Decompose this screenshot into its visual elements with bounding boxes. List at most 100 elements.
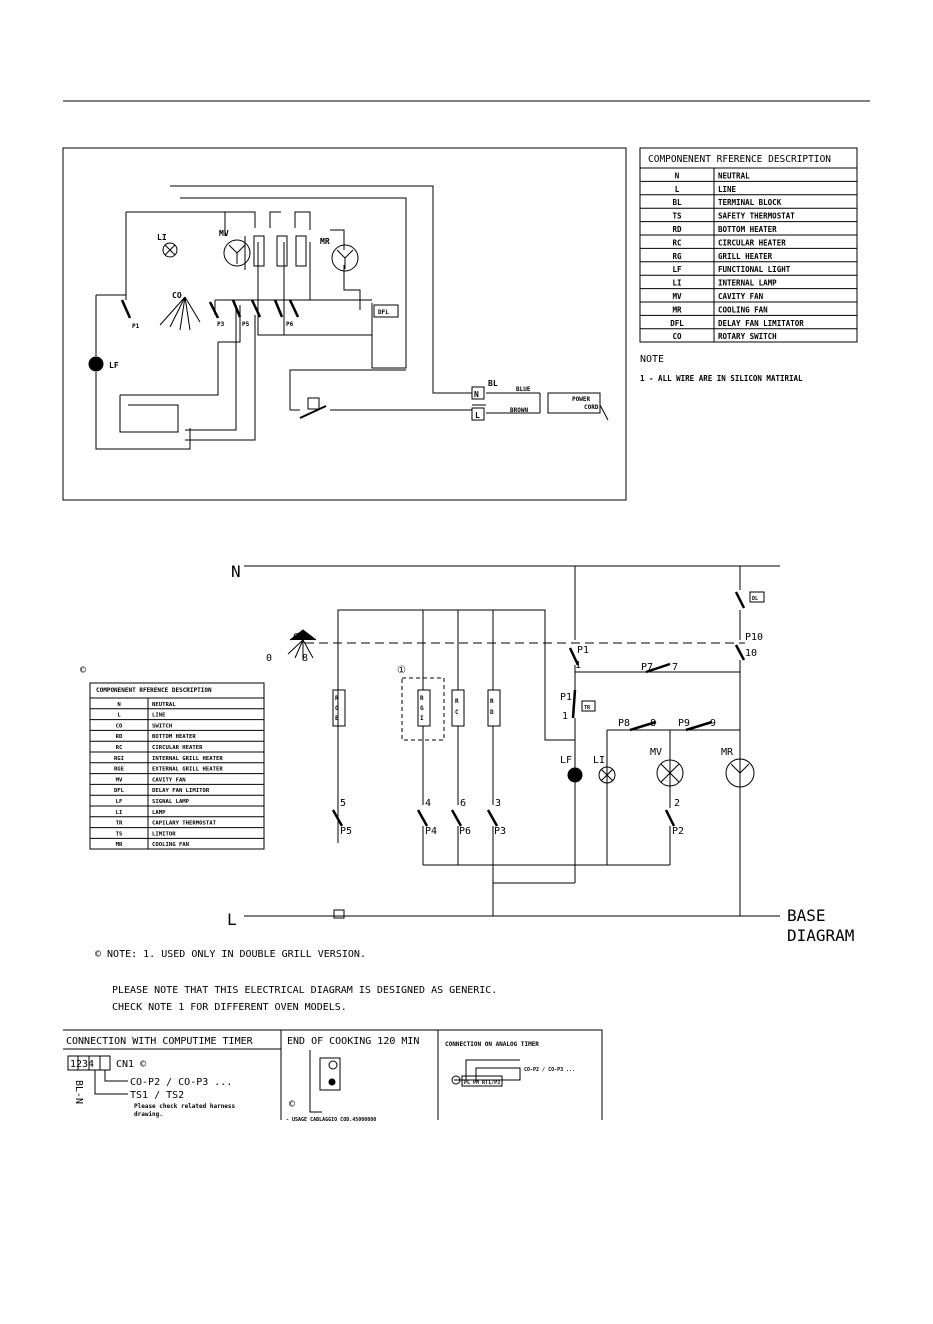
note-double-grill: © NOTE: 1. USED ONLY IN DOUBLE GRILL VER… [95, 949, 366, 960]
base-p1a: P1 [577, 645, 589, 656]
base-p8: P8 [618, 718, 630, 729]
legend-description: SWITCH [152, 723, 172, 729]
base-title-2: DIAGRAM [787, 926, 854, 945]
wiring-label-mr: MR [320, 237, 330, 246]
base-p7: P7 [641, 662, 653, 673]
base-n3: 3 [495, 798, 501, 809]
legend-description: COOLING FAN [152, 842, 190, 848]
base-co0: 0 [266, 653, 272, 664]
legend-description: EXTERNAL GRILL HEATER [152, 767, 223, 773]
base-n10: 10 [745, 648, 757, 659]
base-n: N [231, 562, 241, 581]
base-p3: P3 [494, 826, 506, 837]
legend-description: NEUTRAL [152, 702, 176, 708]
base-rd-2: D [490, 709, 494, 716]
bottom-analog-co: CO-P2 / CO-P3 ... [524, 1067, 575, 1073]
legend-code: TS [116, 831, 123, 837]
legend-code: TS [672, 212, 682, 221]
base-tr: TR [584, 705, 591, 711]
bottom-labels: CONNECTION WITH COMPUTIME TIMER END OF C… [66, 1036, 575, 1123]
base-n2: 2 [674, 798, 680, 809]
base-dl: DL [752, 596, 758, 602]
legend-code: DFL [670, 319, 684, 328]
base-rge-3: E [335, 715, 339, 722]
base-p1b: P1 [560, 692, 572, 703]
legend-description: LINE [718, 185, 737, 194]
legend-code: L [117, 713, 121, 719]
bottom-usage: - USAGE CABLAGGIO COD.45000000 [286, 1117, 376, 1123]
legend-code: RC [116, 745, 123, 751]
base-p10: P10 [745, 632, 763, 643]
wiring-frame [62, 147, 627, 501]
legend-code: TR [116, 821, 123, 827]
legend-code: RC [672, 238, 681, 247]
legend-description: CIRCULAR HEATER [152, 745, 203, 751]
wiring-label-l: L [475, 411, 480, 420]
base-co8: 8 [302, 653, 308, 664]
bottom-check-1: Please check related harness [134, 1103, 236, 1110]
bottom-bln: BL-N [73, 1080, 84, 1104]
wiring-label-blue: BLUE [516, 386, 531, 393]
legend-code: N [117, 702, 121, 708]
legend-description: ROTARY SWITCH [718, 332, 777, 341]
legend-description: LINE [152, 713, 165, 719]
legend-description: NEUTRAL [718, 171, 750, 180]
bottom-ts: TS1 / TS2 [130, 1090, 184, 1101]
base-rc-2: C [455, 709, 459, 716]
bottom-co: CO-P2 / CO-P3 ... [130, 1077, 232, 1088]
note1-title: NOTE [640, 354, 664, 365]
base-rge-1: R [335, 695, 339, 702]
base-title-1: BASE [787, 906, 826, 925]
base-n1: 1 [575, 660, 581, 671]
legend-description: LAMP [152, 810, 166, 816]
legend-description: DELAY FAN LIMITOR [152, 788, 210, 794]
legend-code: MV [116, 777, 123, 783]
wiring-labels: LI MV MR CO LF DFL BL BLUE BROWN POWER C… [109, 229, 599, 420]
legend-description: SAFETY THERMOSTAT [718, 212, 795, 221]
bottom-check-2: drawing. [134, 1111, 163, 1118]
note-generic: PLEASE NOTE THAT THIS ELECTRICAL DIAGRAM… [112, 985, 497, 996]
wiring-label-p5: P5 [242, 321, 250, 328]
base-n4: 4 [425, 798, 431, 809]
legend-code: CO [116, 723, 123, 729]
base-lf: LF [560, 755, 572, 766]
wiring-label-p6: P6 [286, 321, 294, 328]
legend-description: LIMITOR [152, 831, 176, 837]
base-rgi-2: G [420, 705, 424, 712]
wiring-label-lf: LF [109, 361, 119, 370]
base-co: CO [293, 632, 305, 643]
legend-code: RD [672, 225, 682, 234]
base-rgi-1: R [420, 695, 424, 702]
wiring-label-bl: BL [488, 379, 498, 388]
base-n9: 9 [710, 718, 716, 729]
legend-code: L [675, 185, 680, 194]
legend-code: MV [672, 292, 682, 301]
wiring-label-mv: MV [219, 229, 229, 238]
wiring-label-cord: CORD [584, 404, 599, 411]
legend-description: GRILL HEATER [718, 252, 773, 261]
legend-code: BL [672, 198, 682, 207]
wiring-label-p3: P3 [217, 321, 225, 328]
base-p4: P4 [425, 826, 437, 837]
base-rgi-3: I [420, 715, 424, 722]
base-li: LI [593, 755, 605, 766]
bottom-title-computime: CONNECTION WITH COMPUTIME TIMER [66, 1036, 254, 1047]
bottom-copy-mark: © [289, 1099, 296, 1110]
legend-description: BOTTOM HEATER [152, 734, 196, 740]
bottom-pins: 1234 [70, 1059, 94, 1070]
legend-code: DFL [114, 788, 125, 794]
base-n8: 8 [650, 718, 656, 729]
legend-description: SIGNAL LAMP [152, 799, 190, 805]
base-l: L [227, 910, 237, 929]
wiring-label-n: N [474, 390, 479, 399]
legend-description: COOLING FAN [718, 305, 768, 314]
base-n7: 7 [672, 662, 678, 673]
base-rge-2: G [335, 705, 339, 712]
legend-description: DELAY FAN LIMITATOR [718, 319, 804, 328]
wiring-label-co: CO [172, 291, 182, 300]
base-rc-1: R [455, 698, 459, 705]
